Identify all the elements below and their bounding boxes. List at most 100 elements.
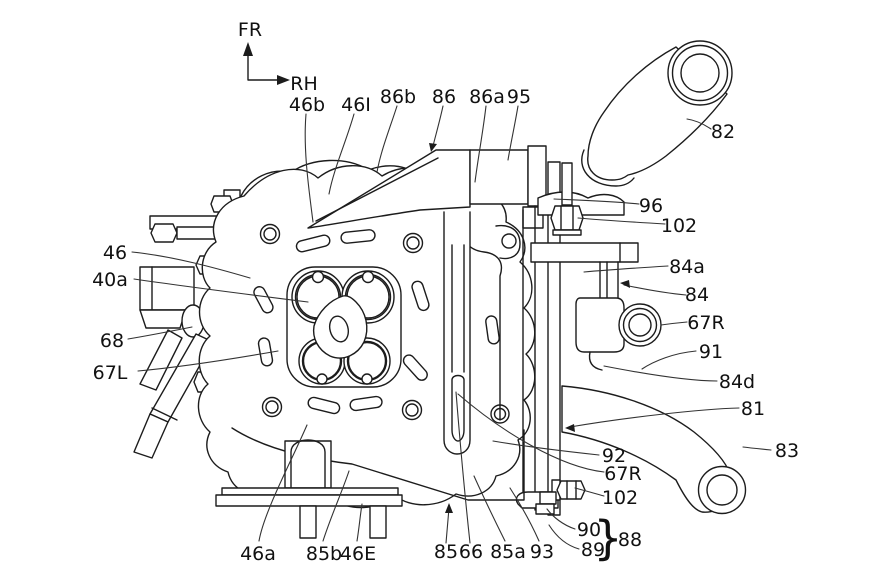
stay-arm-83 <box>561 385 747 515</box>
ref-label-85a: 85a <box>490 541 526 563</box>
orientation-axes: FR RH <box>238 19 318 95</box>
brace-88: } <box>593 511 622 565</box>
leader-86 <box>432 105 444 147</box>
leader-46e <box>356 503 363 542</box>
ref-label-86: 86 <box>432 86 456 108</box>
ref-label-86a: 86a <box>469 86 505 108</box>
stud-96 <box>561 162 573 206</box>
ref-label-85b: 85b <box>306 543 342 565</box>
hex-facets <box>566 480 577 500</box>
bolt-hole <box>402 232 424 254</box>
water-pipe-82 <box>581 40 733 187</box>
hose-collar <box>151 407 178 421</box>
combustion-chamber <box>286 266 402 388</box>
leader-86a <box>474 105 487 183</box>
pipe-base-collar <box>581 149 635 187</box>
arrowhead-81 <box>565 424 575 432</box>
slot <box>307 396 341 415</box>
ref-label-96: 96 <box>639 195 663 217</box>
ref-label-84: 84 <box>685 284 709 306</box>
leader-46i <box>328 113 355 195</box>
bolt-hole-inner <box>405 403 419 417</box>
slot <box>411 280 430 312</box>
bracket-84d-curve <box>588 351 603 371</box>
leader-95 <box>507 105 519 161</box>
slot <box>349 395 383 412</box>
ref-label-88: 88 <box>618 529 642 551</box>
channel-inner-lines <box>451 244 465 373</box>
slot <box>295 234 331 253</box>
base-plate-upper <box>221 487 399 496</box>
port-67r-outer <box>618 303 662 347</box>
ref-label-68: 68 <box>100 330 124 352</box>
reference-labels: 46b 46I 86b 86 86a 95 82 96 102 84a 84 6… <box>92 86 799 565</box>
leader-84d <box>603 365 718 382</box>
ref-label-81: 81 <box>741 398 765 420</box>
stud-left <box>299 505 317 539</box>
leader-86b <box>376 105 398 173</box>
valve-notch <box>316 373 328 385</box>
plate-89 <box>535 503 555 515</box>
leader-67r-lower <box>457 393 605 473</box>
chamber-outline <box>286 266 402 388</box>
valve-notch <box>361 270 375 284</box>
ref-label-102-lower: 102 <box>602 487 638 509</box>
slot <box>485 315 500 345</box>
hex-facets <box>560 205 574 231</box>
leader-46 <box>131 251 251 279</box>
slot <box>257 337 274 367</box>
leader-82 <box>686 118 712 130</box>
lower-right-details <box>515 479 586 515</box>
block-40a <box>139 266 195 311</box>
leader-46a <box>258 424 308 542</box>
leader-85b <box>322 470 350 542</box>
pipe-opening-ring <box>671 44 729 102</box>
lug-hole <box>501 233 517 249</box>
leader-84 <box>623 284 687 296</box>
leader-93 <box>509 487 540 542</box>
pipe-opening-outer <box>667 40 733 106</box>
leader-89 <box>548 524 580 550</box>
ref-label-46: 46 <box>103 242 127 264</box>
slot <box>340 229 376 244</box>
leader-67r-right <box>660 321 688 326</box>
bottom-feet <box>215 427 525 539</box>
port-67r-mid <box>622 307 658 343</box>
axis-label-rh: RH <box>290 73 318 95</box>
arrowhead-86 <box>429 143 437 152</box>
ref-label-91: 91 <box>699 341 723 363</box>
ref-label-84d: 84d <box>719 371 755 393</box>
ref-label-46b: 46b <box>289 94 325 116</box>
leader-102-top <box>577 217 666 225</box>
fr-arrow-icon <box>243 42 253 56</box>
ref-label-86b: 86b <box>380 86 416 108</box>
leader-102-lower <box>574 487 605 497</box>
hex-bolt-102-lower <box>556 480 586 500</box>
duct-flange <box>469 149 529 205</box>
leader-90 <box>546 508 576 530</box>
port-housing <box>575 297 625 353</box>
bolt-hole-inner <box>263 227 277 241</box>
leader-67l <box>137 350 279 372</box>
arrowhead-84 <box>620 280 630 288</box>
ref-label-95: 95 <box>507 86 531 108</box>
leader-91 <box>641 350 697 370</box>
channel-outline <box>443 211 471 455</box>
ref-label-40a: 40a <box>92 269 128 291</box>
valve-notch <box>361 373 373 385</box>
rh-arrow-icon <box>277 75 290 85</box>
arm-boss-outer <box>697 465 747 515</box>
leader-85a <box>473 475 506 542</box>
flange-84a <box>530 242 639 263</box>
leader-40a <box>133 278 309 303</box>
plate-90 <box>539 491 557 505</box>
ref-label-66: 66 <box>459 541 483 563</box>
bolt-hole <box>401 399 423 421</box>
hose-end <box>133 413 169 459</box>
ref-label-102-top: 102 <box>661 215 697 237</box>
bolt-hole-inner <box>406 236 420 250</box>
leader-92 <box>492 440 600 456</box>
pipe-opening-bore <box>680 53 720 93</box>
